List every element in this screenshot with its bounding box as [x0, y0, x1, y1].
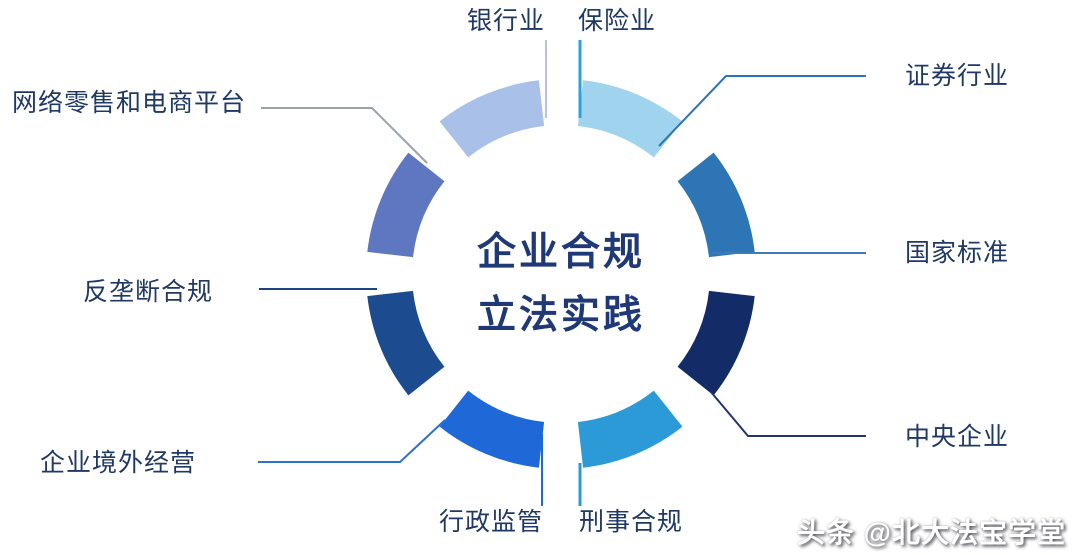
connector-retail	[261, 107, 428, 164]
segment-label-securities: 证券行业	[905, 62, 1010, 90]
banking-arc	[439, 80, 545, 158]
securities-arc	[677, 152, 755, 258]
connector-central	[710, 391, 866, 437]
diagram-center-title: 企业合规 立法实践	[411, 221, 711, 347]
overseas-arc	[367, 290, 445, 396]
segment-label-insurance: 保险业	[578, 7, 657, 35]
watermark-text: 头条 @北大法宝学堂	[796, 517, 1066, 548]
central-arc	[677, 290, 755, 396]
admin-arc	[439, 390, 545, 468]
segment-label-central-enterprises: 中央企业	[905, 423, 1010, 451]
criminal-arc	[577, 390, 683, 468]
retail-arc	[367, 152, 445, 258]
segment-label-national-standards: 国家标准	[905, 239, 1010, 267]
segment-label-banking: 银行业	[466, 7, 545, 35]
segment-label-admin-supervision: 行政监管	[438, 508, 543, 536]
connector-overseas	[258, 419, 446, 463]
center-title-line2: 立法实践	[476, 294, 645, 337]
center-title-line1: 企业合规	[476, 231, 645, 274]
segment-label-criminal-compliance: 刑事合规	[579, 508, 684, 536]
segment-label-overseas-operations: 企业境外经营	[40, 449, 197, 477]
connector-securities	[658, 75, 866, 147]
insurance-arc	[577, 80, 683, 158]
segment-label-antitrust: 反垄断合规	[82, 278, 213, 306]
segment-label-retail: 网络零售和电商平台	[12, 89, 247, 117]
